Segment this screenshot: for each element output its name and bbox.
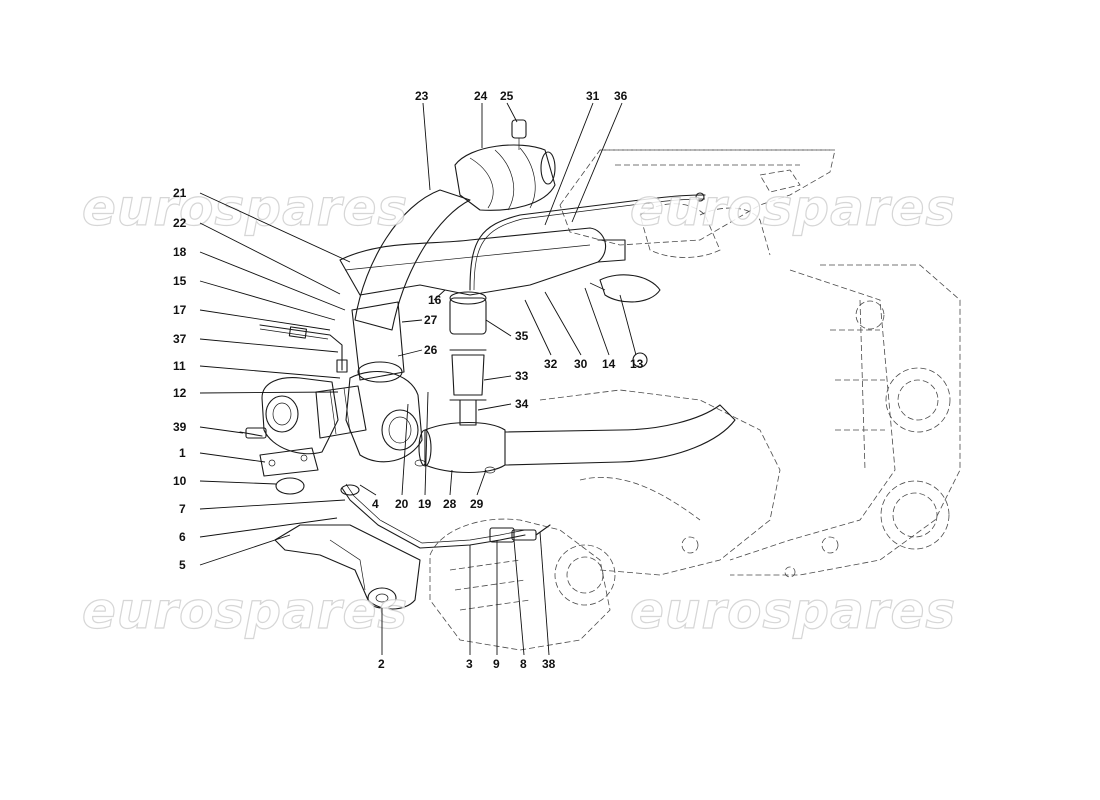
callout-22: 22 (173, 216, 187, 230)
callout-17: 17 (173, 303, 187, 317)
callout-34: 34 (515, 397, 529, 411)
callout-11: 11 (173, 359, 186, 373)
watermark-layer: eurospares eurospares eurospares eurospa… (81, 178, 956, 640)
air-bellows (454, 119, 556, 211)
callout-38: 38 (542, 657, 556, 671)
callout-28: 28 (443, 497, 457, 511)
engine-block-outline (429, 149, 961, 651)
vacuum-hose (469, 192, 706, 291)
turbocharger-assembly (259, 371, 423, 495)
callout-1: 1 (179, 446, 186, 460)
svg-text:eurospares: eurospares (630, 179, 956, 237)
callout-3: 3 (466, 657, 473, 671)
pressure-sensor (589, 274, 661, 368)
callout-39: 39 (173, 420, 187, 434)
crossover-pipe (339, 227, 626, 296)
callout-27: 27 (424, 313, 438, 327)
callout-26: 26 (424, 343, 438, 357)
wastegate-valve (449, 291, 487, 426)
callout-18: 18 (173, 245, 187, 259)
callout-36: 36 (614, 89, 628, 103)
callout-16: 16 (428, 293, 442, 307)
callout-23: 23 (415, 89, 429, 103)
callout-19: 19 (418, 497, 432, 511)
leader-lines (199, 102, 637, 656)
callout-14: 14 (602, 357, 616, 371)
callout-6: 6 (179, 530, 186, 544)
oil-drain-pipe (340, 483, 551, 549)
callout-30: 30 (574, 357, 588, 371)
callout-4: 4 (372, 497, 379, 511)
callout-29: 29 (470, 497, 484, 511)
callout-31: 31 (586, 89, 600, 103)
callout-33: 33 (515, 369, 529, 383)
callout-13: 13 (630, 357, 644, 371)
callout-12: 12 (173, 386, 187, 400)
callout-37: 37 (173, 332, 187, 346)
callout-15: 15 (173, 274, 187, 288)
temperature-sensor (239, 427, 267, 439)
svg-text:eurospares: eurospares (630, 582, 956, 640)
callout-7: 7 (179, 502, 186, 516)
callout-25: 25 (500, 89, 514, 103)
callout-9: 9 (493, 657, 500, 671)
callout-10: 10 (173, 474, 187, 488)
boost-hose (414, 404, 736, 474)
callout-32: 32 (544, 357, 558, 371)
oil-feed-pipe (259, 324, 348, 373)
callout-8: 8 (520, 657, 527, 671)
callout-24: 24 (474, 89, 488, 103)
callout-35: 35 (515, 329, 529, 343)
callout-21: 21 (173, 186, 187, 200)
svg-text:eurospares: eurospares (82, 582, 408, 640)
svg-text:eurospares: eurospares (82, 179, 408, 237)
intake-elbow-pipe (351, 189, 471, 383)
callout-numbers: 21 22 18 15 17 37 11 12 39 1 10 7 6 5 2 … (173, 89, 644, 671)
callout-2: 2 (378, 657, 385, 671)
callout-20: 20 (395, 497, 409, 511)
callout-5: 5 (179, 558, 186, 572)
